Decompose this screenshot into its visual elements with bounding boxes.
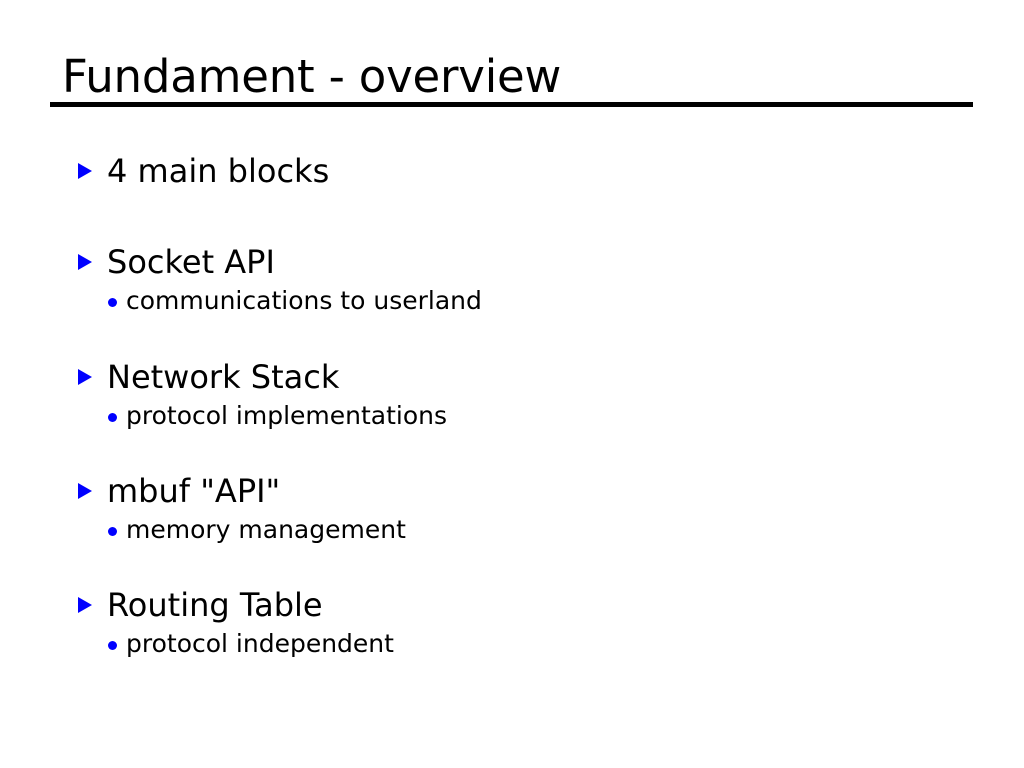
list-item: memory management [108, 515, 406, 545]
disc-icon [108, 641, 117, 650]
triangle-right-icon [78, 483, 92, 499]
list-item-label: Routing Table [107, 586, 323, 624]
disc-marker-icon [108, 629, 126, 659]
list-item: mbuf "API" [78, 472, 280, 510]
list-item-label: protocol independent [126, 629, 394, 658]
list-item: communications to userland [108, 286, 482, 316]
list-item: protocol implementations [108, 401, 447, 431]
triangle-right-marker-icon [78, 243, 107, 281]
list-item: 4 main blocks [78, 152, 329, 190]
disc-marker-icon [108, 515, 126, 545]
triangle-right-icon [78, 254, 92, 270]
list-item: Socket API [78, 243, 275, 281]
triangle-right-marker-icon [78, 358, 107, 396]
disc-icon [108, 413, 117, 422]
disc-icon [108, 298, 117, 307]
list-item-label: 4 main blocks [107, 152, 330, 190]
triangle-right-icon [78, 369, 92, 385]
list-item: Network Stack [78, 358, 339, 396]
list-item-label: Socket API [107, 243, 275, 281]
disc-marker-icon [108, 401, 126, 431]
list-item-label: memory management [126, 515, 406, 544]
disc-marker-icon [108, 286, 126, 316]
title-divider [50, 102, 973, 107]
list-item-label: Network Stack [107, 358, 340, 396]
disc-icon [108, 527, 117, 536]
triangle-right-icon [78, 597, 92, 613]
triangle-right-icon [78, 163, 92, 179]
page-title: Fundament - overview [62, 50, 562, 103]
list-item-label: protocol implementations [126, 401, 448, 430]
list-item: Routing Table [78, 586, 323, 624]
list-item-label: mbuf "API" [107, 472, 281, 510]
triangle-right-marker-icon [78, 152, 107, 190]
triangle-right-marker-icon [78, 472, 107, 510]
triangle-right-marker-icon [78, 586, 107, 624]
list-item-label: communications to userland [126, 286, 482, 315]
list-item: protocol independent [108, 629, 394, 659]
